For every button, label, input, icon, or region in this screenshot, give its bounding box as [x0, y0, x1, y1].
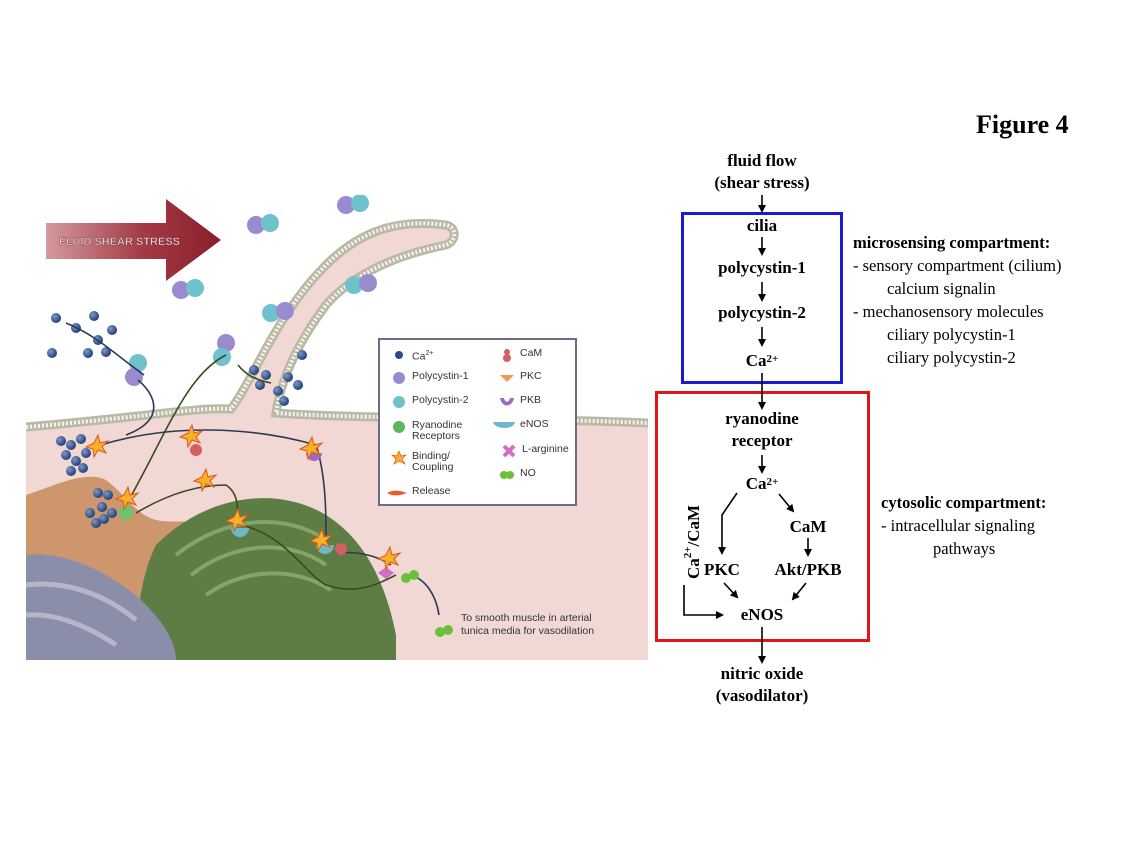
legend-item-binding: Binding/Coupling	[390, 451, 453, 473]
node-polycystin-1: polycystin-1	[718, 258, 806, 277]
legend-item-release: Release	[386, 486, 451, 500]
legend-item-polycystin-2: Polycystin-2	[390, 395, 469, 409]
node-cam: CaM	[789, 517, 827, 536]
pkb-icon	[498, 395, 516, 409]
node-ryanodine-receptor: ryanodine receptor	[725, 409, 799, 450]
release-icon	[386, 486, 408, 500]
node-nitric-oxide: nitric oxide (vasodilator)	[715, 664, 809, 705]
node-enos: eNOS	[740, 605, 784, 624]
enos-icon	[492, 419, 516, 433]
binding-bursts	[84, 423, 402, 571]
node-fluid-flow: fluid flow (shear stress)	[714, 151, 810, 192]
legend-item-no: NO	[498, 468, 536, 482]
node-polycystin-2: polycystin-2	[718, 303, 806, 322]
legend-item-cam: CaM	[498, 348, 542, 362]
pkc-icon	[498, 371, 516, 385]
cell-signaling-illustration: FLUID SHEAR STRESS	[26, 195, 648, 660]
nucleus	[26, 554, 176, 660]
legend-item-l-arginine: L-arginine	[500, 444, 569, 458]
l-arginine-icon	[500, 444, 518, 458]
ryanodine-receptor-icon	[390, 420, 408, 434]
node-calcium-cilia: Ca2+	[745, 351, 779, 370]
illustration-canvas: FLUID SHEAR STRESS	[26, 195, 648, 660]
legend-item-enos: eNOS	[492, 419, 549, 433]
polycystin-1-icon	[390, 371, 408, 385]
node-akt-pkb: Akt/PKB	[774, 560, 842, 579]
calcium-ion-icon	[390, 348, 408, 362]
cytosolic-annotation: cytosolic compartment: - intracellular s…	[881, 493, 1047, 558]
cam-icon	[498, 348, 516, 362]
legend-item-calcium: Ca2+	[390, 348, 433, 363]
fluid-shear-label: FLUID SHEAR STRESS	[59, 236, 180, 248]
legend-item-pkb: PKB	[498, 395, 541, 409]
figure-title: Figure 4	[976, 110, 1069, 139]
node-cilia: cilia	[746, 216, 778, 235]
legend-item-polycystin-1: Polycystin-1	[390, 371, 469, 385]
fluid-shear-arrow	[46, 199, 221, 281]
legend-item-pkc: PKC	[498, 371, 542, 385]
smooth-muscle-note: To smooth muscle in arterial tunica medi…	[461, 612, 595, 637]
binding-coupling-icon	[390, 451, 408, 465]
microsensing-annotation: microsensing compartment: - sensory comp…	[853, 233, 1062, 367]
node-ca-cam-label: Ca2+/CaM	[682, 504, 703, 579]
no-icon	[498, 468, 516, 482]
polycystin-2-icon	[390, 395, 408, 409]
calcium-ions	[47, 311, 307, 528]
illustration-legend: Ca2+ Polycystin-1 Polycystin-2 Ryanodine…	[378, 338, 577, 506]
node-pkc: PKC	[704, 560, 740, 579]
enzyme-markers	[119, 444, 453, 637]
cytosolic-heading: cytosolic compartment:	[881, 493, 1047, 512]
microsensing-heading: microsensing compartment:	[853, 233, 1051, 252]
node-calcium-cytosol: Ca2+	[745, 474, 779, 493]
